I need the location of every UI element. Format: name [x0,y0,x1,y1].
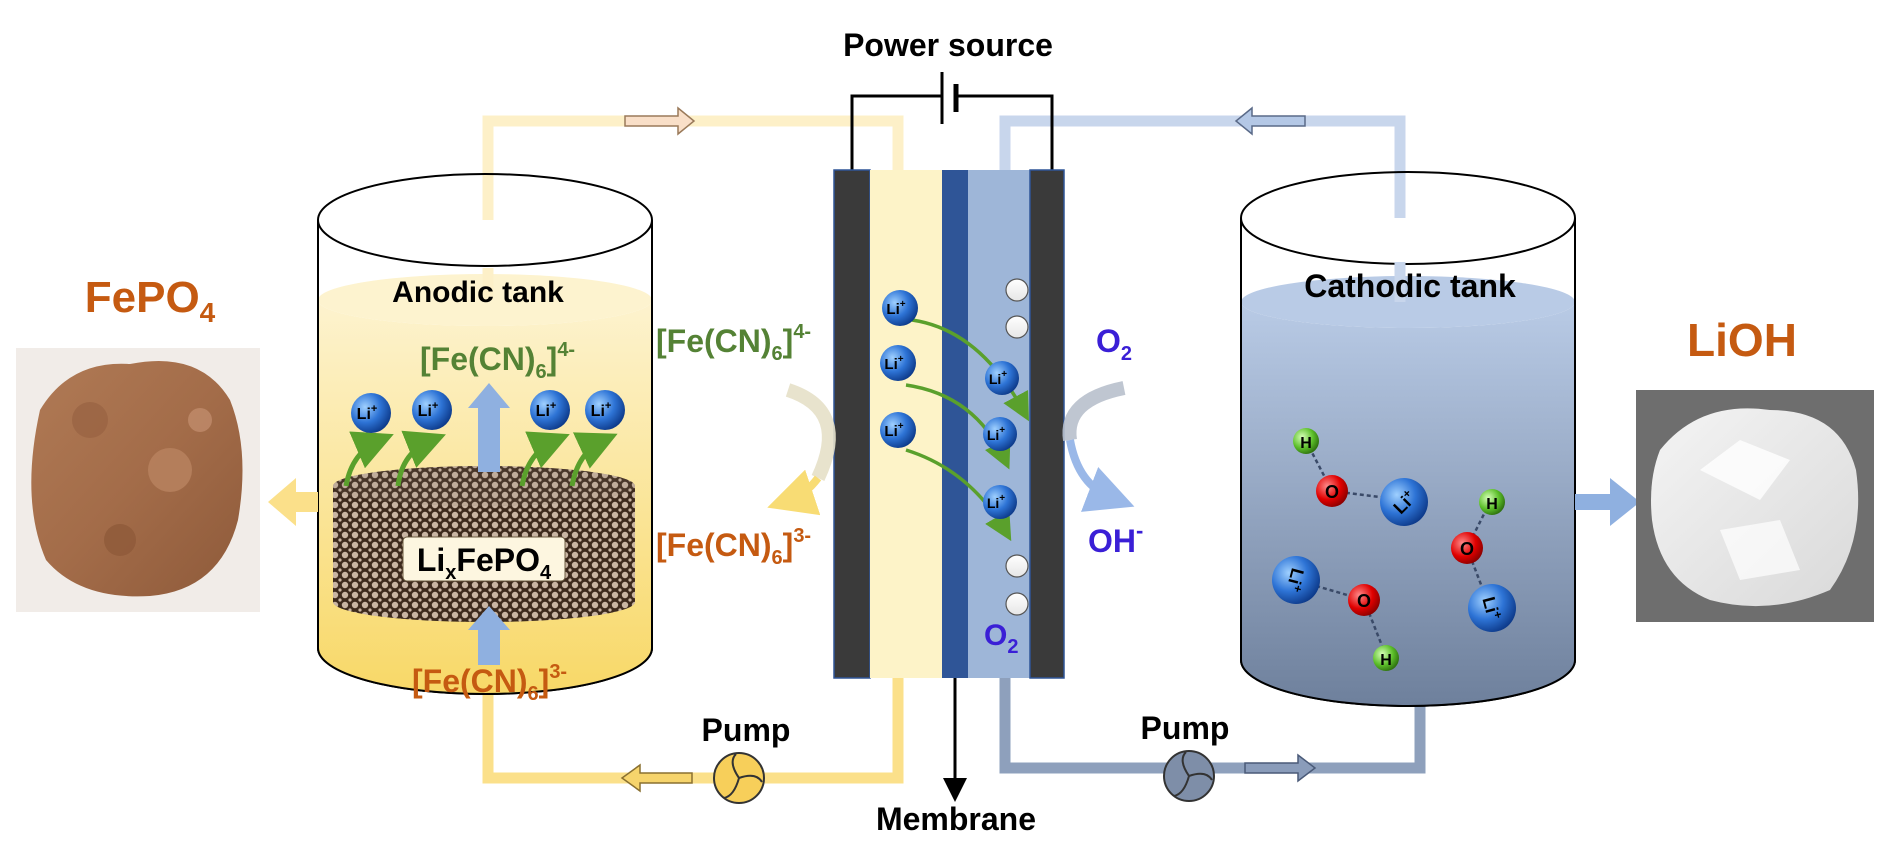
lixfepo4-label: LixFePO4 [417,542,552,584]
fepo4-label: FePO4 [85,273,216,328]
flow-arrow-cathode-top [1234,106,1306,136]
cathode-pump-label: Pump [1141,710,1230,746]
svg-text:H: H [1486,496,1498,513]
svg-text:Li+: Li+ [987,493,1005,511]
power-source-label: Power source [843,27,1053,63]
li-ion: Li+ [983,417,1017,451]
flow-arrow-anode-top [624,106,696,136]
svg-text:Li+: Li+ [886,299,905,318]
lioh-crystal-image [1636,390,1874,622]
svg-text:H: H [1300,435,1312,452]
li-ion: Li+ [983,485,1017,519]
o2-bubbles [1005,278,1029,616]
o2-label-reactant: O2 [1096,323,1132,365]
o2-label-cell: O2 [984,619,1018,658]
svg-text:Li+: Li+ [987,425,1005,443]
cathode-redox-arrow [1062,381,1135,512]
anode-pump-label: Pump [702,712,791,748]
flow-cell [833,169,1065,679]
svg-text:O: O [1460,539,1474,559]
svg-text:Li+: Li+ [1282,566,1309,594]
li-ion: Li+ [412,390,452,430]
membrane-label: Membrane [876,801,1036,837]
membrane-layer [942,170,968,678]
li-ion: Li+ [880,412,916,448]
svg-text:Li+: Li+ [884,421,903,440]
svg-text:O: O [1325,482,1339,502]
power-source-circuit [850,72,1054,172]
svg-text:O: O [1357,591,1371,611]
fepo4-powder-image [16,348,260,612]
svg-text:Li+: Li+ [989,369,1007,387]
fepo4-output-arrow [268,478,318,526]
lioh-output-arrow [1575,478,1640,526]
li-ion: Li+ [585,390,625,430]
flow-arrow-anode-bottom [620,763,693,793]
svg-text:Li+: Li+ [536,400,557,420]
svg-text:Li+: Li+ [884,354,903,373]
ferricyanide-label-anode: [Fe(CN)6]3- [412,661,567,705]
anodic-upflow-arrows [468,383,510,665]
flow-arrow-cathode-bottom [1244,753,1317,783]
cell-li-ions: Li+ Li+ Li+ Li+ Li+ Li+ [880,290,1019,519]
ferrocyanide-label-cell: [Fe(CN)6]4- [656,321,811,365]
cathodic-tank-label: Cathodic tank [1304,268,1516,304]
anodic-tank-label: Anodic tank [392,276,564,309]
cathodic-tank [1240,171,1576,707]
lioh-molecule: H O Li+ [1451,489,1516,632]
lixfepo4-electrode-drum [333,466,635,622]
svg-text:Li+: Li+ [1478,594,1505,622]
anodic-li-ions: Li+ Li+ Li+ Li+ [351,390,625,433]
li-extraction-arrows [343,430,618,487]
lioh-molecules: H O Li+ H O Li+ Li+ O H [1272,428,1516,671]
li-ion: Li+ [351,393,391,433]
lioh-molecule: H O Li+ [1293,428,1428,526]
anode-electrode [833,169,871,679]
svg-text:Li+: Li+ [357,403,378,423]
anode-pump [713,752,765,804]
li-ion: Li+ [530,390,570,430]
li-ion: Li+ [882,290,918,326]
li-ion: Li+ [880,345,916,381]
svg-text:Li+: Li+ [591,400,612,420]
li-ion: Li+ [985,361,1019,395]
svg-text:Li+: Li+ [418,400,439,420]
cathode-pump [1163,750,1215,802]
anode-redox-arrow [767,383,836,516]
cathode-electrode [1029,169,1065,679]
lioh-molecule: Li+ O H [1272,556,1399,671]
lioh-label: LiOH [1687,314,1797,366]
oh-label-product: OH- [1088,518,1143,559]
svg-text:H: H [1380,652,1392,669]
ferrocyanide-label-anode: [Fe(CN)6]4- [420,339,575,383]
ferricyanide-label-cell: [Fe(CN)6]3- [656,525,811,569]
